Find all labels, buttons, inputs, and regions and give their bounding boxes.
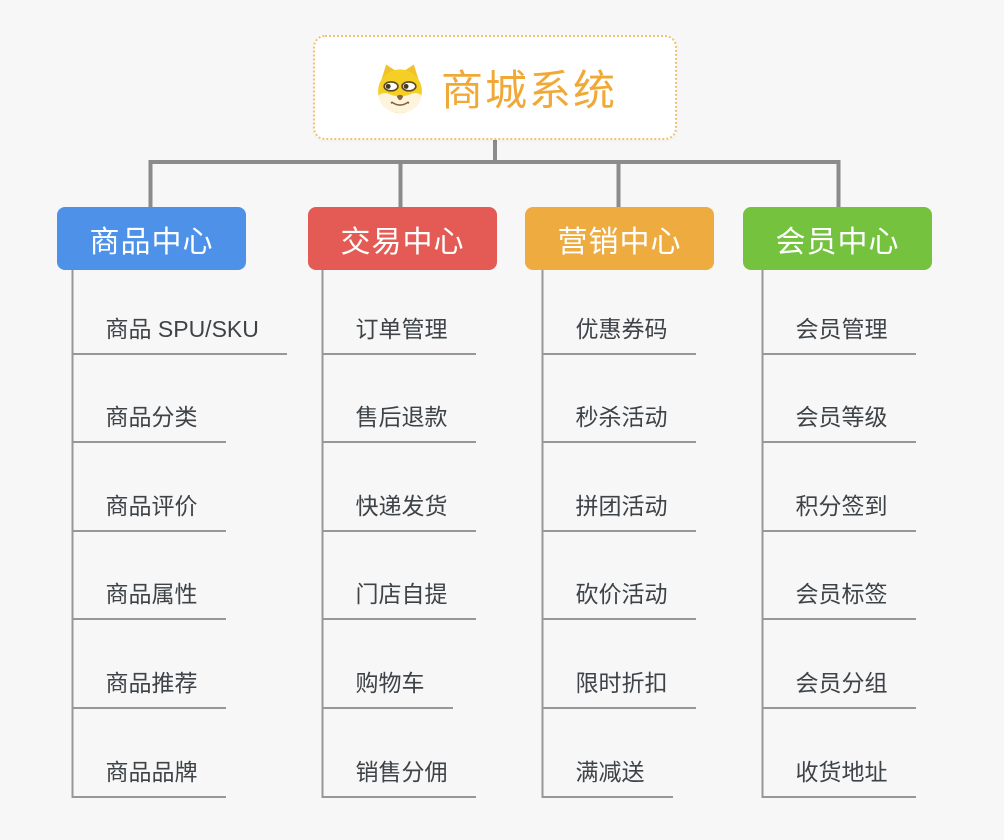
list-item: 拼团活动: [541, 443, 696, 532]
list-item: 砍价活动: [541, 532, 696, 621]
child-node-order-management[interactable]: 订单管理: [321, 310, 476, 355]
child-list-trade: 订单管理 售后退款 快递发货 门店自提 购物车 销售分佣: [321, 266, 476, 798]
child-node-coupon-code[interactable]: 优惠券码: [541, 310, 696, 355]
list-item: 秒杀活动: [541, 355, 696, 444]
branch-node-product-center[interactable]: 商品中心: [57, 207, 246, 270]
list-item: 积分签到: [761, 443, 916, 532]
branch-label: 会员中心: [775, 225, 900, 259]
list-item: 商品推荐: [71, 620, 287, 709]
child-node-express-delivery[interactable]: 快递发货: [321, 487, 476, 532]
list-item: 商品分类: [71, 355, 287, 444]
child-node-product-brand[interactable]: 商品品牌: [71, 753, 226, 798]
list-item: 商品评价: [71, 443, 287, 532]
root-node-label: 商城系统: [440, 67, 617, 114]
list-item: 限时折扣: [541, 620, 696, 709]
child-node-shipping-address[interactable]: 收货地址: [761, 753, 916, 798]
child-node-member-tag[interactable]: 会员标签: [761, 575, 916, 621]
branch-label: 交易中心: [340, 225, 465, 259]
list-item: 收货地址: [761, 709, 916, 798]
child-node-spu-sku[interactable]: 商品 SPU/SKU: [71, 310, 287, 355]
branch-node-marketing-center[interactable]: 营销中心: [525, 207, 714, 270]
child-node-shopping-cart[interactable]: 购物车: [321, 664, 453, 709]
child-list-member: 会员管理 会员等级 积分签到 会员标签 会员分组 收货地址: [761, 266, 916, 798]
child-node-member-level[interactable]: 会员等级: [761, 398, 916, 444]
child-node-points-checkin[interactable]: 积分签到: [761, 487, 916, 532]
child-node-group-buy[interactable]: 拼团活动: [541, 487, 696, 532]
child-list-marketing: 优惠券码 秒杀活动 拼团活动 砍价活动 限时折扣 满减送: [541, 266, 696, 798]
list-item: 优惠券码: [541, 266, 696, 355]
list-item: 销售分佣: [321, 709, 476, 798]
branch-node-member-center[interactable]: 会员中心: [743, 207, 932, 270]
child-node-member-management[interactable]: 会员管理: [761, 310, 916, 355]
list-item: 会员管理: [761, 266, 916, 355]
branch-label: 营销中心: [557, 225, 682, 259]
child-node-full-reduction[interactable]: 满减送: [541, 753, 673, 798]
root-node-mall-system[interactable]: 商城系统: [313, 35, 677, 140]
branch-node-trade-center[interactable]: 交易中心: [308, 207, 497, 270]
list-item: 商品品牌: [71, 709, 287, 798]
list-item: 门店自提: [321, 532, 476, 621]
list-item: 会员分组: [761, 620, 916, 709]
child-node-aftersale-refund[interactable]: 售后退款: [321, 398, 476, 444]
child-node-sales-commission[interactable]: 销售分佣: [321, 753, 476, 798]
list-item: 会员标签: [761, 532, 916, 621]
branch-label: 商品中心: [89, 225, 214, 259]
list-item: 商品属性: [71, 532, 287, 621]
child-node-store-pickup[interactable]: 门店自提: [321, 575, 476, 621]
list-item: 购物车: [321, 620, 476, 709]
list-item: 订单管理: [321, 266, 476, 355]
list-item: 商品 SPU/SKU: [71, 266, 287, 355]
list-item: 满减送: [541, 709, 696, 798]
child-node-limited-time-discount[interactable]: 限时折扣: [541, 664, 696, 709]
child-node-product-attribute[interactable]: 商品属性: [71, 575, 226, 621]
doge-icon: [378, 63, 422, 113]
list-item: 售后退款: [321, 355, 476, 444]
child-node-product-review[interactable]: 商品评价: [71, 487, 226, 532]
child-node-flash-sale[interactable]: 秒杀活动: [541, 398, 696, 444]
child-node-bargain-activity[interactable]: 砍价活动: [541, 575, 696, 621]
list-item: 快递发货: [321, 443, 476, 532]
child-node-product-recommend[interactable]: 商品推荐: [71, 664, 226, 709]
list-item: 会员等级: [761, 355, 916, 444]
child-node-product-category[interactable]: 商品分类: [71, 398, 226, 444]
child-list-product: 商品 SPU/SKU 商品分类 商品评价 商品属性 商品推荐 商品品牌: [71, 266, 287, 798]
child-node-member-group[interactable]: 会员分组: [761, 664, 916, 709]
